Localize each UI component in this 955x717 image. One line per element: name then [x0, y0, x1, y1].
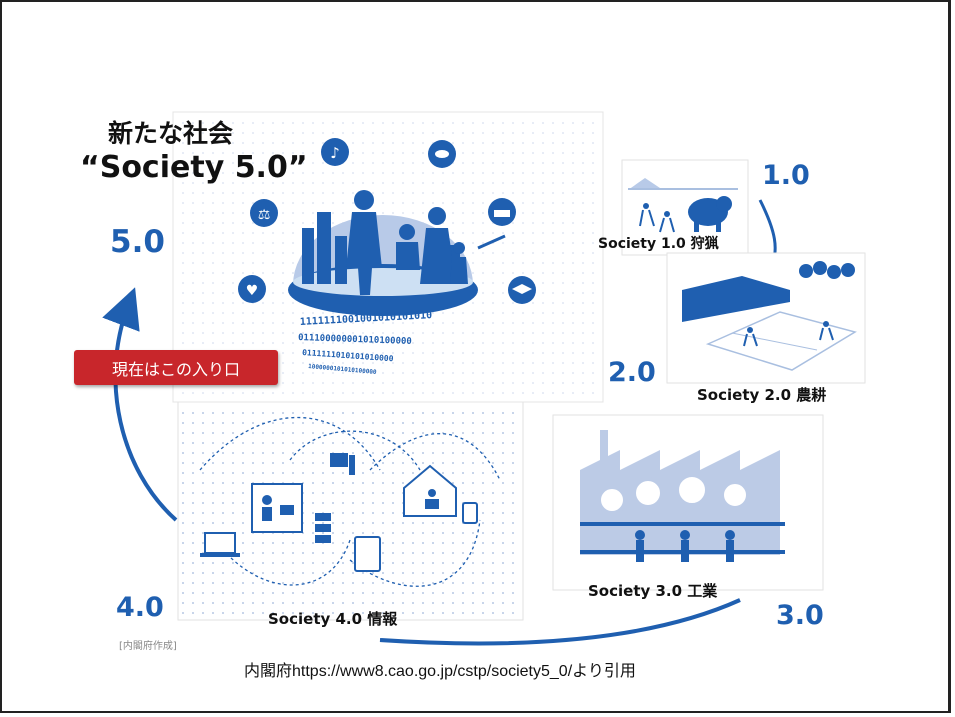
svg-text:♥: ♥	[246, 283, 259, 299]
society-1-panel	[621, 159, 749, 256]
stage-number-3: 3.0	[776, 600, 824, 631]
society-3-panel	[552, 414, 824, 591]
current-entrance-callout: 現在はこの入り口	[74, 350, 278, 385]
stage-number-4: 4.0	[116, 592, 164, 623]
stage-number-2: 2.0	[608, 357, 656, 388]
caption-society-2: Society 2.0 農耕	[697, 386, 827, 404]
callout-label: 現在はこの入り口	[111, 359, 240, 379]
svg-text:♪: ♪	[330, 144, 340, 162]
svg-text:⚖: ⚖	[258, 207, 271, 223]
society-2-panel	[666, 252, 866, 384]
society-5-panel: ♪ ⚖ ♥ 1111111001001010101010 01110000000…	[172, 111, 604, 403]
headline-line-2: “Society 5.0”	[80, 150, 308, 185]
stage-number-5: 5.0	[110, 224, 165, 260]
caption-society-3: Society 3.0 工業	[588, 582, 718, 600]
caption-society-1: Society 1.0 狩猟	[598, 236, 719, 252]
society-4-panel	[177, 401, 524, 621]
caption-society-4: Society 4.0 情報	[268, 610, 398, 628]
binary-line-2: 011100000001010100000	[298, 333, 412, 347]
headline-line-1: 新たな社会	[108, 119, 234, 148]
arrow-4-to-5	[102, 287, 178, 522]
arrow-3-to-4	[379, 598, 741, 646]
stage-number-1: 1.0	[762, 160, 810, 191]
source-citation: 内閣府https://www8.cao.go.jp/cstp/society5_…	[244, 663, 636, 680]
cabinet-office-credit: [内閣府作成]	[119, 641, 177, 652]
